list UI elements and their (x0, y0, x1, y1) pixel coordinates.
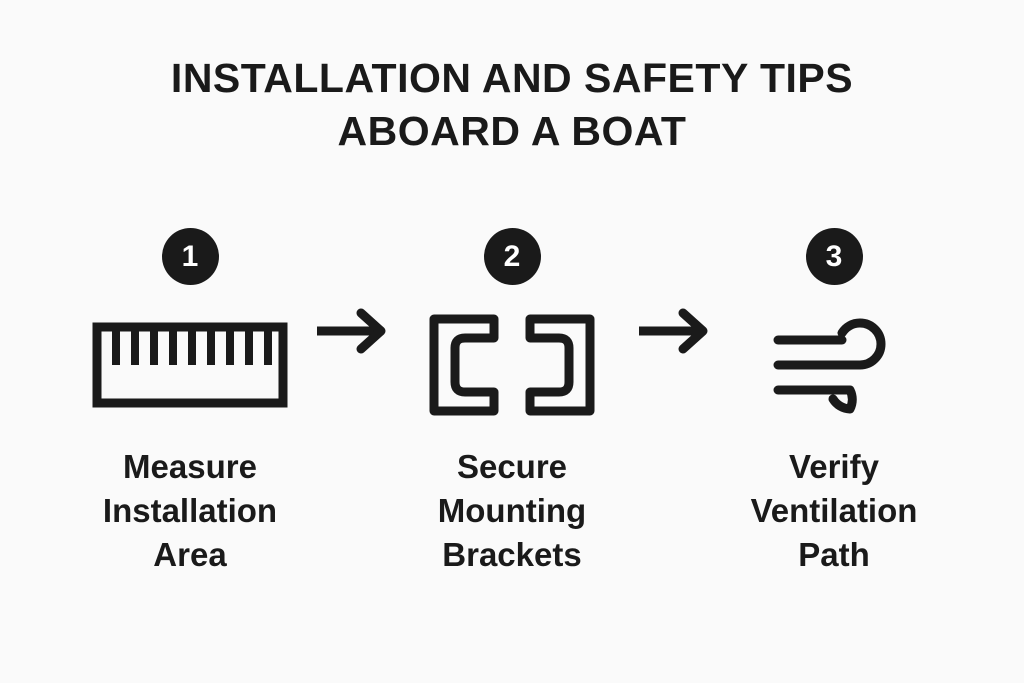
connector-1 (301, 228, 401, 417)
step-1: 1 M (79, 228, 301, 577)
title-line-1: INSTALLATION AND SAFETY TIPS (170, 55, 854, 101)
step-1-icon-wrap (92, 313, 288, 417)
step-3-label-line-1: Verify (789, 448, 879, 485)
step-3-label-line-3: Path (798, 536, 870, 573)
step-2-label-line-2: Mounting (437, 492, 587, 529)
step-3-label: Verify Ventilation Path (751, 445, 918, 577)
step-1-label-line-2: Installation (102, 492, 278, 529)
step-3-label-line-2: Ventilation (750, 492, 918, 529)
step-1-label-line-1: Measure (123, 448, 257, 485)
arrow-right-icon (317, 308, 386, 353)
step-2-label-line-3: Brackets (442, 536, 582, 573)
step-2-icon-wrap (423, 313, 601, 417)
step-1-label-line-3: Area (153, 536, 227, 573)
step-2: 2 Secure Mounting Brackets (401, 228, 623, 577)
steps-row: 1 M (0, 228, 1024, 577)
connector-2 (623, 228, 723, 417)
arrow-right-icon (639, 308, 708, 353)
title-line-2: ABOARD A BOAT (337, 108, 687, 154)
step-3: 3 Verify Ventilation Path (723, 228, 945, 577)
step-3-icon-wrap (772, 313, 896, 417)
ruler-icon (92, 322, 288, 408)
wind-ventilation-icon (773, 318, 886, 414)
step-2-label: Secure Mounting Brackets (438, 445, 586, 577)
page-title: INSTALLATION AND SAFETY TIPS ABOARD A BO… (0, 52, 1024, 158)
step-2-number-badge: 2 (483, 228, 541, 285)
step-1-number-badge: 1 (161, 228, 219, 285)
mounting-brackets-icon (429, 314, 595, 416)
step-2-label-line-1: Secure (456, 448, 568, 485)
step-3-number-badge: 3 (805, 228, 863, 285)
step-1-label: Measure Installation Area (103, 445, 277, 577)
